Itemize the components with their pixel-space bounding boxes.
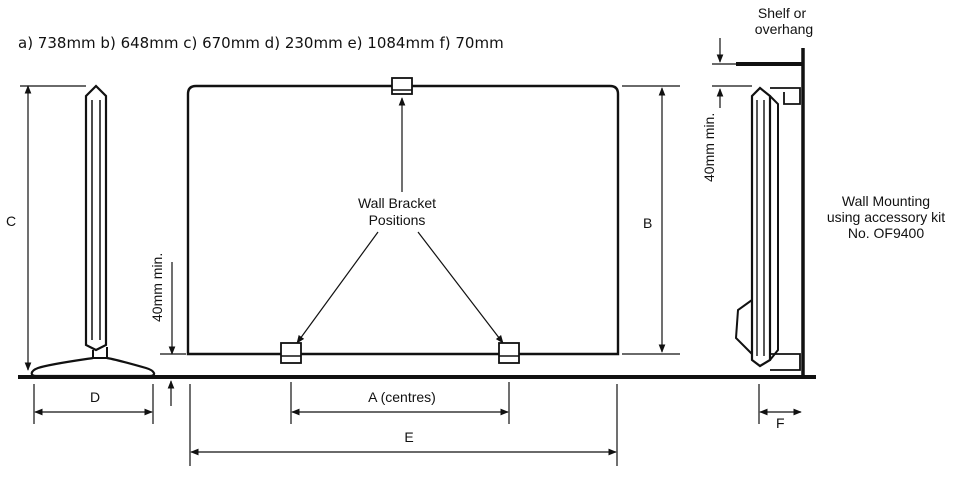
side-view-stand xyxy=(30,84,156,378)
label-clearance-front: 40mm min. xyxy=(149,253,165,322)
label-wall-line2: using accessory kit xyxy=(827,209,945,225)
dimensions-text: a) 738mm b) 648mm c) 670mm d) 230mm e) 1… xyxy=(18,34,504,52)
label-wall-line1: Wall Mounting xyxy=(842,193,930,209)
label-c: C xyxy=(6,213,16,229)
label-e: E xyxy=(404,429,413,445)
label-shelf-line2: overhang xyxy=(755,21,813,37)
label-shelf-line1: Shelf or xyxy=(758,5,807,21)
label-bracket-line1: Wall Bracket xyxy=(358,195,436,211)
label-clearance-side: 40mm min. xyxy=(701,113,717,182)
label-a: A (centres) xyxy=(368,389,436,405)
arrow-bracket-right xyxy=(417,231,504,344)
side-view-wall-mounted xyxy=(734,86,801,371)
label-wall-line3: No. OF9400 xyxy=(848,225,924,241)
label-d: D xyxy=(90,389,100,405)
label-bracket-line2: Positions xyxy=(369,212,426,228)
label-f: F xyxy=(776,415,785,431)
front-view-tv xyxy=(186,77,620,364)
label-b: B xyxy=(643,215,652,231)
arrow-bracket-left xyxy=(296,231,379,344)
